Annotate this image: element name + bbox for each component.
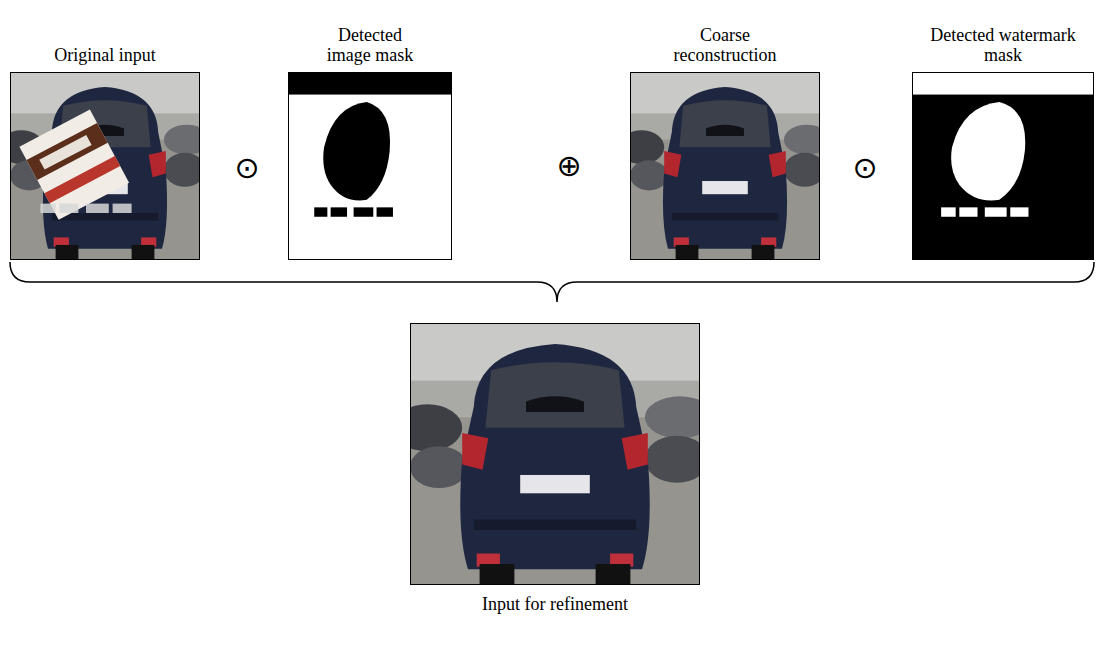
image-panel: Detected watermark mask	[912, 25, 1094, 260]
image-panel: Detected image mask	[288, 25, 452, 260]
caption: Input for refinement	[410, 594, 700, 615]
image-mask	[288, 72, 452, 260]
image-frame	[630, 72, 820, 260]
panel-heading: Detected image mask	[315, 25, 425, 66]
operator-symbol: ⊙	[852, 153, 877, 183]
image-panel: Original input	[10, 45, 200, 260]
image-panel: Coarse reconstruction	[630, 25, 820, 260]
image-frame	[288, 72, 452, 260]
watermark-mask	[912, 72, 1094, 260]
coarse-photo	[630, 72, 820, 260]
image-panel: Input for refinement	[410, 323, 700, 615]
operator-symbol: ⊕	[556, 151, 581, 181]
panel-heading: Coarse reconstruction	[663, 25, 788, 66]
panel-heading: Detected watermark mask	[928, 25, 1078, 66]
input-photo	[10, 72, 200, 260]
refined-photo	[410, 323, 700, 585]
image-frame	[912, 72, 1094, 260]
image-frame	[410, 323, 700, 585]
operator-symbol: ⊙	[234, 153, 259, 183]
image-frame	[10, 72, 200, 260]
panel-heading: Original input	[10, 45, 200, 66]
